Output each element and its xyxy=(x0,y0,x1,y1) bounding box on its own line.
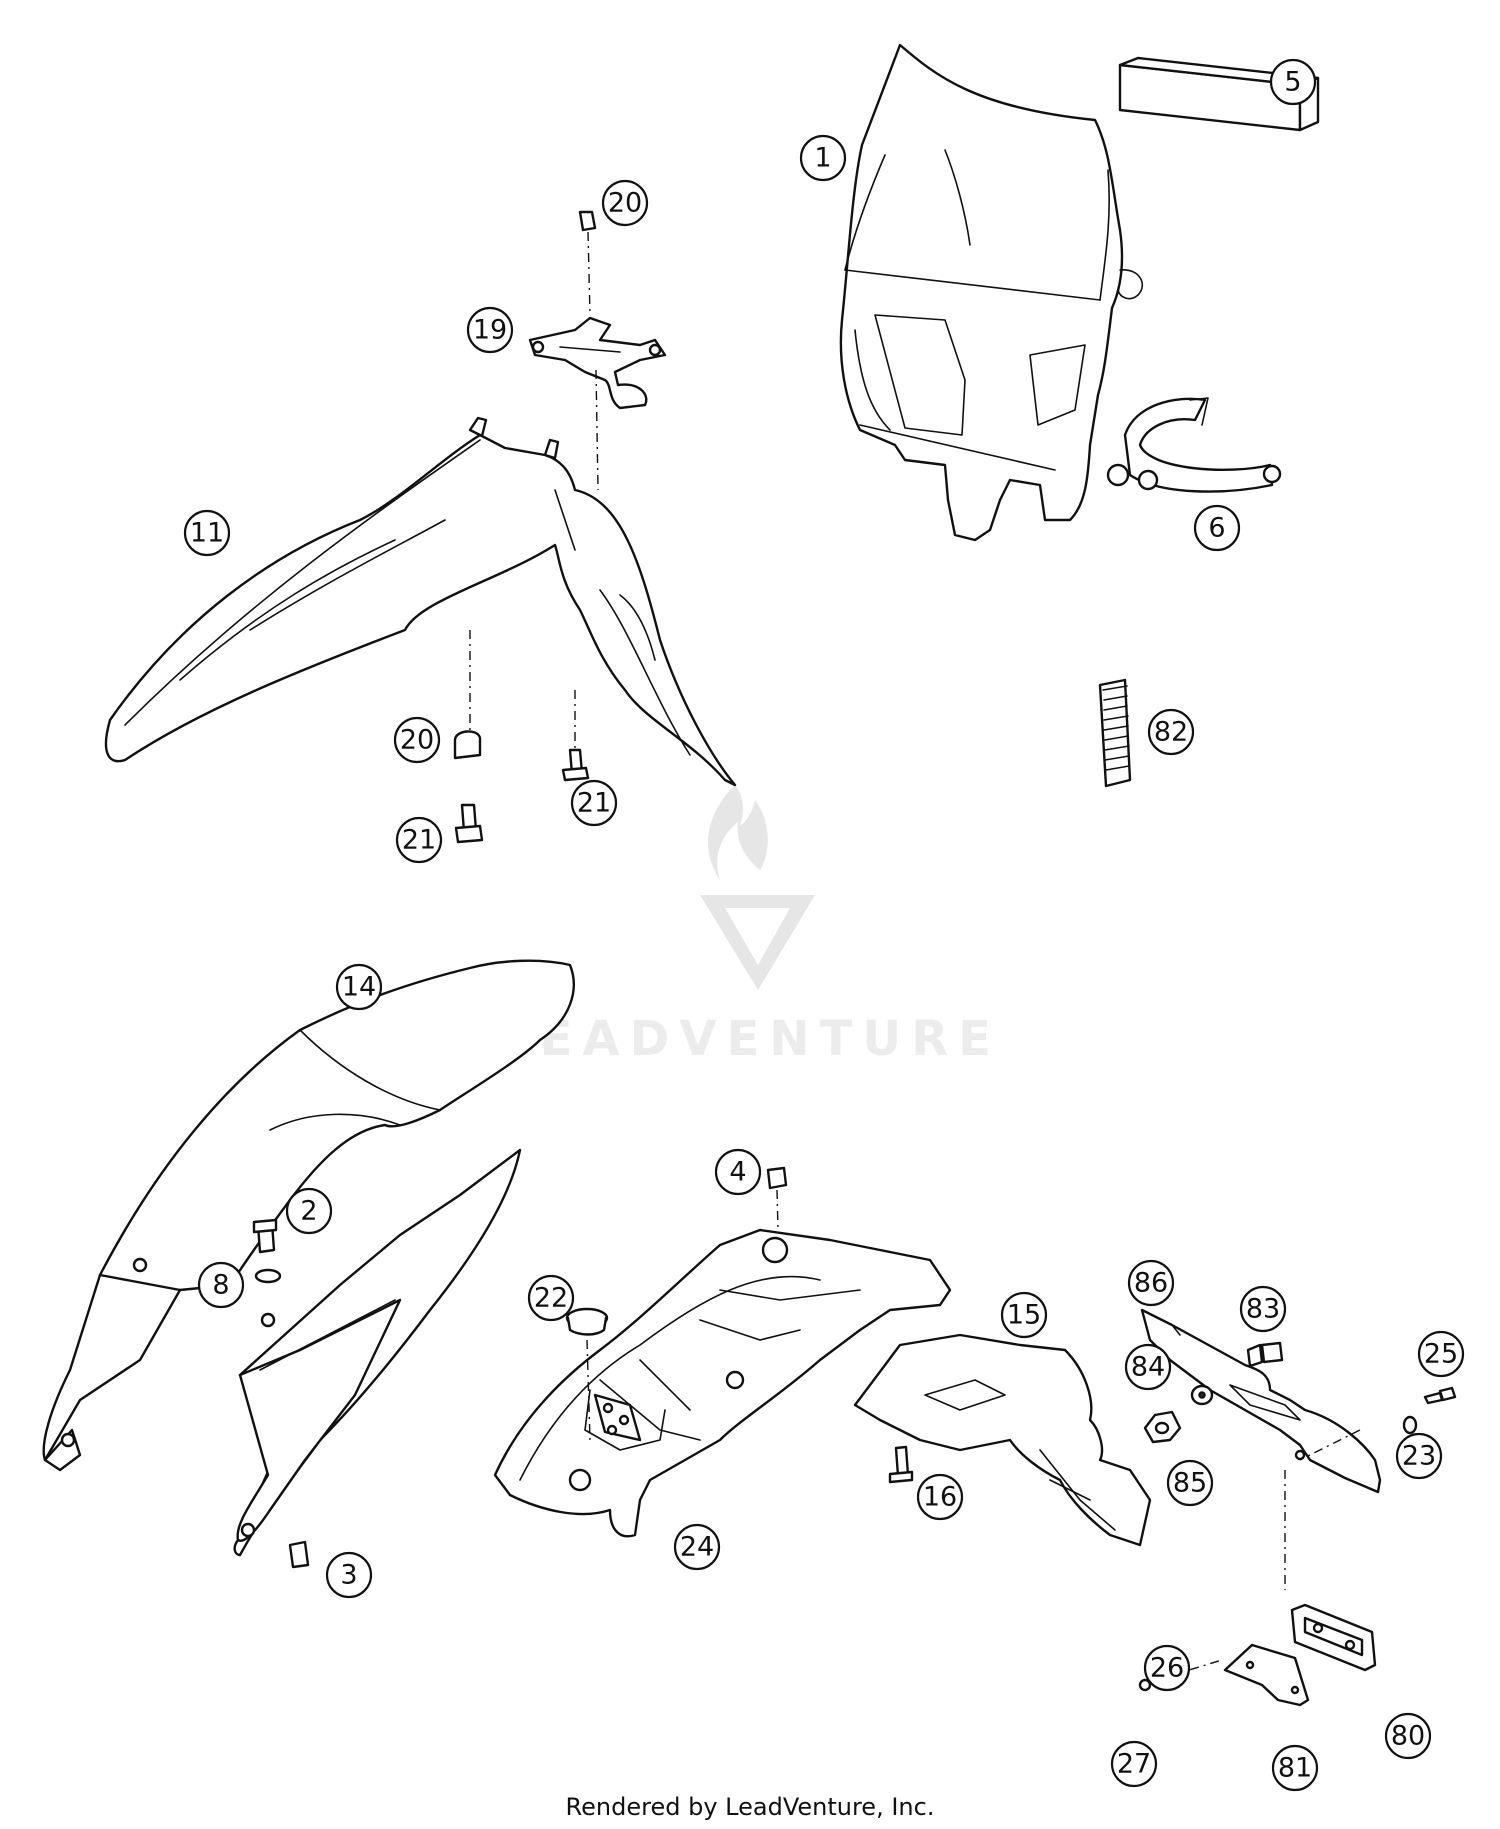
callout-20-top: 20 xyxy=(601,179,649,227)
callout-5-label: 5 xyxy=(1284,67,1301,98)
callout-14: 14 xyxy=(335,963,383,1011)
callout-85-label: 85 xyxy=(1173,1468,1207,1499)
callout-14-label: 14 xyxy=(342,972,376,1003)
leadventure-watermark: LEADVENTURE xyxy=(499,785,1001,1067)
callout-24-label: 24 xyxy=(680,1532,714,1563)
grommet-22 xyxy=(565,1307,609,1441)
callout-22: 22 xyxy=(527,1274,575,1322)
callout-85: 85 xyxy=(1166,1459,1214,1507)
front-fender xyxy=(104,416,737,787)
rear-fender-24 xyxy=(493,1228,952,1538)
callout-80: 80 xyxy=(1384,1712,1432,1760)
callout-16-label: 16 xyxy=(923,1482,957,1513)
callout-84-label: 84 xyxy=(1131,1352,1165,1383)
callout-86-label: 86 xyxy=(1134,1268,1168,1299)
callout-4-label: 4 xyxy=(729,1157,746,1188)
callout-2-label: 2 xyxy=(300,1196,317,1227)
callout-81-label: 81 xyxy=(1278,1753,1312,1784)
callout-81: 81 xyxy=(1271,1744,1319,1792)
callout-11: 11 xyxy=(183,509,231,557)
reflector-82 xyxy=(1098,678,1132,788)
callout-3: 3 xyxy=(325,1551,373,1599)
watermark-text: LEADVENTURE xyxy=(499,1011,1001,1067)
mud-flap-15 xyxy=(853,1333,1152,1547)
callout-20-top-label: 20 xyxy=(608,188,642,219)
callout-82-label: 82 xyxy=(1154,717,1188,748)
callout-80-label: 80 xyxy=(1391,1721,1425,1752)
callout-6-label: 6 xyxy=(1208,513,1225,544)
callout-83: 83 xyxy=(1239,1285,1287,1333)
screw-4 xyxy=(766,1166,788,1311)
callout-25-label: 25 xyxy=(1424,1339,1458,1370)
fender-bracket xyxy=(528,316,667,410)
callout-86: 86 xyxy=(1127,1259,1175,1307)
callout-16: 16 xyxy=(916,1473,964,1521)
headlight-mask xyxy=(839,43,1144,542)
callout-1: 1 xyxy=(799,134,847,182)
callout-21-right-label: 21 xyxy=(577,788,611,819)
callout-27: 27 xyxy=(1110,1740,1158,1788)
guide-lines-front xyxy=(469,231,599,750)
callout-1-label: 1 xyxy=(814,143,831,174)
screw-20-top xyxy=(578,210,597,232)
callout-83-label: 83 xyxy=(1246,1294,1280,1325)
footer-credit: Rendered by LeadVenture, Inc. xyxy=(566,1793,935,1821)
part-5-block xyxy=(1118,56,1320,132)
callout-6: 6 xyxy=(1193,504,1241,552)
fasteners-front-lower xyxy=(453,730,590,844)
callout-5: 5 xyxy=(1269,58,1317,106)
headlight-clamp xyxy=(1106,397,1282,493)
callout-20-lower: 20 xyxy=(393,716,441,764)
callout-24: 24 xyxy=(673,1523,721,1571)
callout-23-label: 23 xyxy=(1402,1441,1436,1472)
fasteners-rear-right xyxy=(1143,1341,1457,1590)
callout-15-label: 15 xyxy=(1007,1300,1041,1331)
screw-16 xyxy=(888,1445,914,1484)
rear-side-panels xyxy=(42,959,575,1557)
callout-8-label: 8 xyxy=(212,1270,229,1301)
callout-25: 25 xyxy=(1417,1330,1465,1378)
callout-8: 8 xyxy=(197,1261,245,1309)
license-plate-holder-86 xyxy=(1140,1308,1382,1494)
callout-3-label: 3 xyxy=(340,1560,357,1591)
callout-20-lower-label: 20 xyxy=(400,725,434,756)
callout-2: 2 xyxy=(285,1187,333,1235)
callout-82: 82 xyxy=(1147,708,1195,756)
callout-4: 4 xyxy=(714,1148,762,1196)
callout-22-label: 22 xyxy=(534,1283,568,1314)
callout-21-left: 21 xyxy=(395,816,443,864)
callout-19: 19 xyxy=(466,306,514,354)
callout-84: 84 xyxy=(1124,1343,1172,1391)
callout-19-label: 19 xyxy=(473,315,507,346)
callout-23: 23 xyxy=(1395,1432,1443,1480)
callout-11-label: 11 xyxy=(190,518,224,549)
callout-21-right: 21 xyxy=(570,779,618,827)
callout-26: 26 xyxy=(1143,1644,1191,1692)
callout-27-label: 27 xyxy=(1117,1749,1151,1780)
license-plate-bracket-parts xyxy=(1138,1603,1377,1707)
callout-26-label: 26 xyxy=(1150,1653,1184,1684)
callout-21-left-label: 21 xyxy=(402,825,436,856)
fasteners-2-8-3 xyxy=(252,1218,310,1569)
callout-15: 15 xyxy=(1000,1291,1048,1339)
